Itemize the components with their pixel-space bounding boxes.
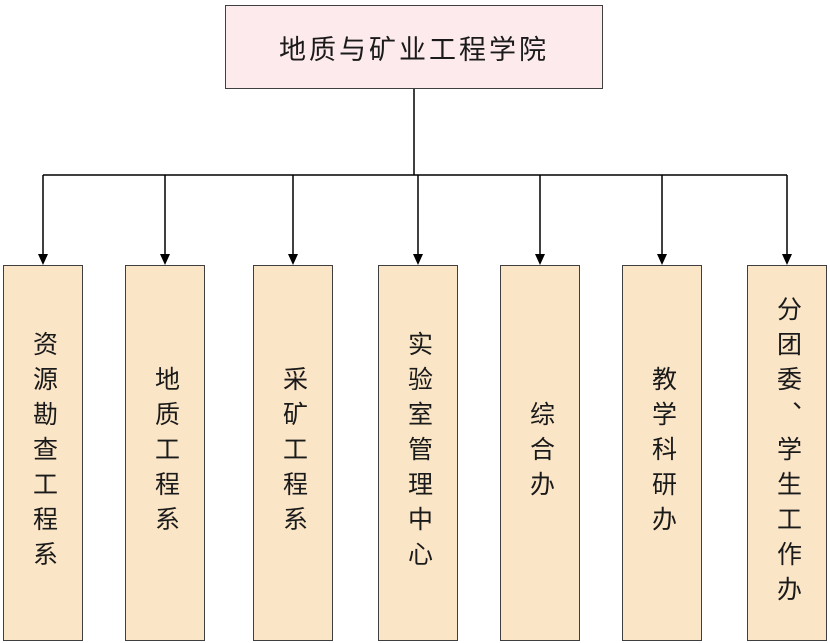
dept-node-label: 地质工程系 [151,365,180,541]
dept-node-general-office: 综合办 [500,265,580,641]
dept-node-teaching-research-office: 教学科研办 [622,265,702,641]
root-node: 地质与矿业工程学院 [225,5,603,89]
dept-node-label: 实验室管理中心 [404,330,433,576]
dept-node-label: 资源勘查工程系 [29,330,58,576]
dept-node-lab-management-center: 实验室管理中心 [378,265,458,641]
dept-node-resource-exploration: 资源勘查工程系 [3,265,83,641]
root-node-label: 地质与矿业工程学院 [279,34,549,65]
dept-node-league-student-office: 分团委、学生工作办 [747,265,827,641]
dept-node-label: 采矿工程系 [279,365,308,541]
dept-node-label: 分团委、学生工作办 [773,295,802,611]
dept-node-geological-engineering: 地质工程系 [125,265,205,641]
dept-node-mining-engineering: 采矿工程系 [253,265,333,641]
arrowhead-icons [38,254,792,265]
dept-node-label: 综合办 [526,400,555,506]
dept-node-label: 教学科研办 [648,365,677,541]
